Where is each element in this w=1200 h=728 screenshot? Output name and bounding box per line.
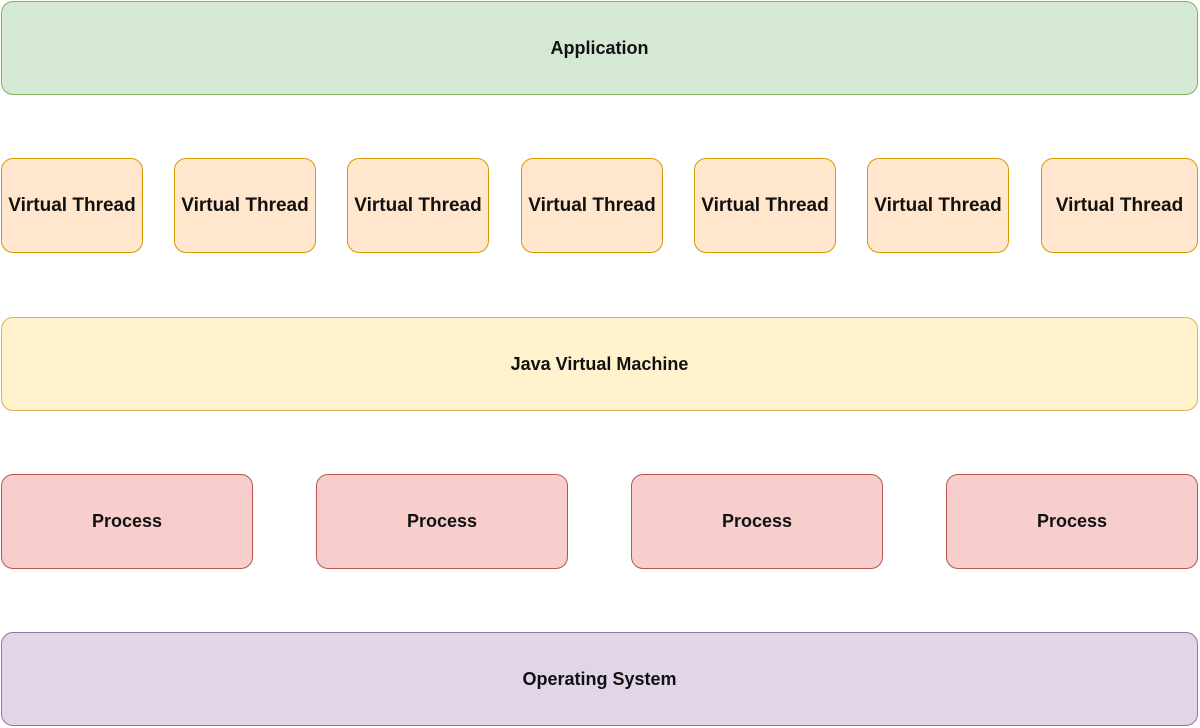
virtual-thread-box: Virtual Thread — [347, 158, 489, 253]
virtual-thread-box: Virtual Thread — [174, 158, 316, 253]
virtual-thread-label: Virtual Thread — [874, 194, 1002, 216]
jvm-layer: Java Virtual Machine — [1, 317, 1198, 411]
virtual-thread-label: Virtual Thread — [528, 194, 656, 216]
virtual-thread-box: Virtual Thread — [694, 158, 836, 253]
virtual-thread-label: Virtual Thread — [8, 194, 136, 216]
virtual-thread-box: Virtual Thread — [1, 158, 143, 253]
virtual-thread-box: Virtual Thread — [867, 158, 1009, 253]
process-box: Process — [1, 474, 253, 569]
process-box: Process — [631, 474, 883, 569]
virtual-thread-label: Virtual Thread — [354, 194, 482, 216]
application-layer: Application — [1, 1, 1198, 95]
virtual-thread-box: Virtual Thread — [1041, 158, 1198, 253]
process-label: Process — [1036, 511, 1108, 531]
virtual-thread-label: Virtual Thread — [181, 194, 309, 216]
process-label: Process — [406, 511, 478, 531]
operating-system-label: Operating System — [522, 668, 677, 689]
virtual-thread-label: Virtual Thread — [1055, 194, 1184, 216]
virtual-thread-box: Virtual Thread — [521, 158, 663, 253]
process-label: Process — [91, 511, 163, 531]
operating-system-layer: Operating System — [1, 632, 1198, 726]
virtual-thread-label: Virtual Thread — [701, 194, 829, 216]
process-box: Process — [316, 474, 568, 569]
jvm-label: Java Virtual Machine — [510, 353, 689, 374]
application-label: Application — [550, 37, 649, 58]
process-box: Process — [946, 474, 1198, 569]
process-label: Process — [721, 511, 793, 531]
